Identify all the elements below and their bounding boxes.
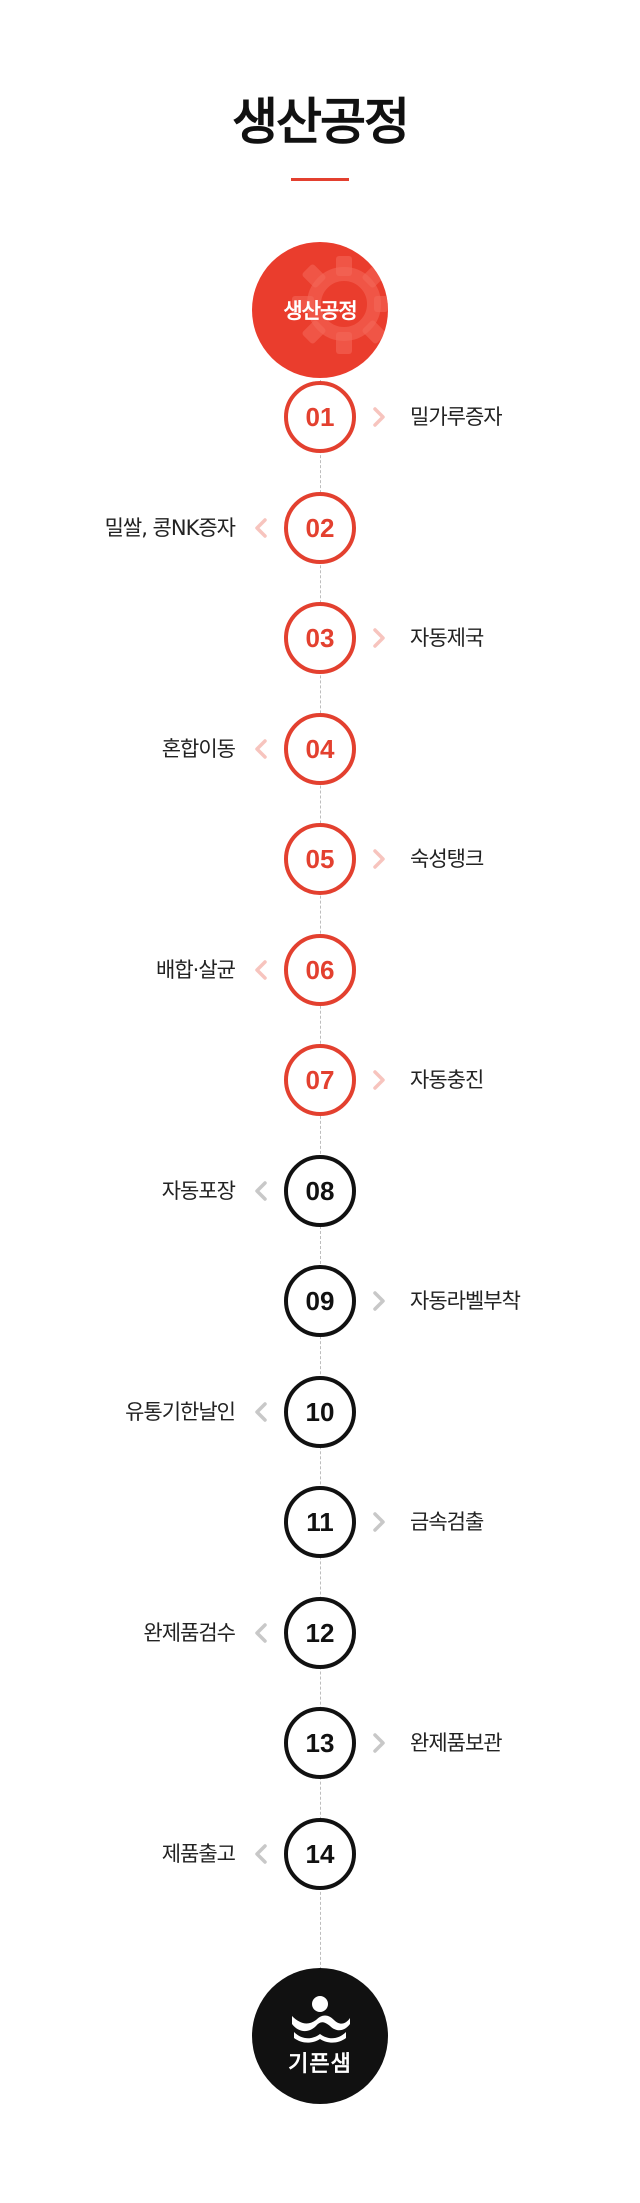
step-circle-06: 06 — [284, 934, 356, 1006]
step-number: 13 — [305, 1727, 335, 1758]
chevron-left-icon — [255, 518, 267, 538]
chevron-right-icon — [373, 849, 385, 869]
step-label-02: 밀쌀, 콩NK증자 — [104, 516, 236, 540]
step-number: 14 — [305, 1838, 335, 1869]
step-number: 12 — [305, 1617, 335, 1648]
step-label-11: 금속검출 — [410, 1510, 484, 1534]
step-circle-01: 01 — [284, 381, 356, 453]
chevron-left-icon — [255, 739, 267, 759]
step-label-09: 자동라벨부착 — [410, 1289, 521, 1313]
step-number: 07 — [305, 1064, 335, 1095]
step-number: 09 — [305, 1285, 335, 1316]
step-label-01: 밀가루증자 — [410, 405, 503, 429]
chevron-right-icon — [373, 1512, 385, 1532]
step-circle-09: 09 — [284, 1265, 356, 1337]
chevron-left-icon — [255, 1181, 267, 1201]
gear-icon — [292, 256, 388, 354]
chevron-left-icon — [255, 1402, 267, 1422]
step-number: 06 — [305, 954, 335, 985]
step-number: 01 — [305, 401, 335, 432]
step-circle-03: 03 — [284, 602, 356, 674]
step-number: 05 — [305, 843, 335, 874]
step-circle-14: 14 — [284, 1818, 356, 1890]
step-circle-10: 10 — [284, 1376, 356, 1448]
step-label-13: 완제품보관 — [410, 1731, 503, 1755]
page-title: 생산공정 — [232, 93, 410, 151]
step-label-08: 자동포장 — [161, 1179, 236, 1203]
step-circle-02: 02 — [284, 492, 356, 564]
step-circle-13: 13 — [284, 1707, 356, 1779]
chevron-right-icon — [373, 1291, 385, 1311]
chevron-right-icon — [373, 407, 385, 427]
step-label-05: 숙성탱크 — [410, 847, 484, 871]
logo-text: 기픈샘 — [288, 2052, 352, 2077]
title-underline — [291, 178, 349, 181]
brand-logo-icon — [292, 1996, 350, 2043]
chevron-right-icon — [373, 1070, 385, 1090]
step-circle-11: 11 — [284, 1486, 356, 1558]
chevron-right-icon — [373, 628, 385, 648]
step-number: 02 — [305, 512, 335, 543]
step-circle-04: 04 — [284, 713, 356, 785]
bottom-logo: 기픈샘 — [252, 1968, 388, 2104]
step-label-04: 혼합이동 — [161, 737, 236, 761]
step-circle-07: 07 — [284, 1044, 356, 1116]
top-badge: 생산공정 — [252, 242, 388, 378]
step-label-14: 제품출고 — [161, 1842, 236, 1866]
chevron-right-icon — [373, 1733, 385, 1753]
top-badge-label: 생산공정 — [283, 299, 357, 323]
step-label-12: 완제품검수 — [143, 1621, 236, 1645]
step-circle-12: 12 — [284, 1597, 356, 1669]
step-number: 08 — [305, 1175, 335, 1206]
step-label-10: 유통기한날인 — [125, 1400, 236, 1424]
step-label-07: 자동충진 — [410, 1068, 484, 1092]
step-number: 11 — [306, 1506, 334, 1537]
step-number: 04 — [305, 733, 335, 764]
step-label-06: 배합·살균 — [156, 958, 236, 982]
chevron-left-icon — [255, 1623, 267, 1643]
chevron-left-icon — [255, 1844, 267, 1864]
step-circle-05: 05 — [284, 823, 356, 895]
step-label-03: 자동제국 — [410, 626, 484, 650]
step-circle-08: 08 — [284, 1155, 356, 1227]
step-number: 03 — [305, 622, 335, 653]
chevron-left-icon — [255, 960, 267, 980]
step-number: 10 — [305, 1396, 335, 1427]
